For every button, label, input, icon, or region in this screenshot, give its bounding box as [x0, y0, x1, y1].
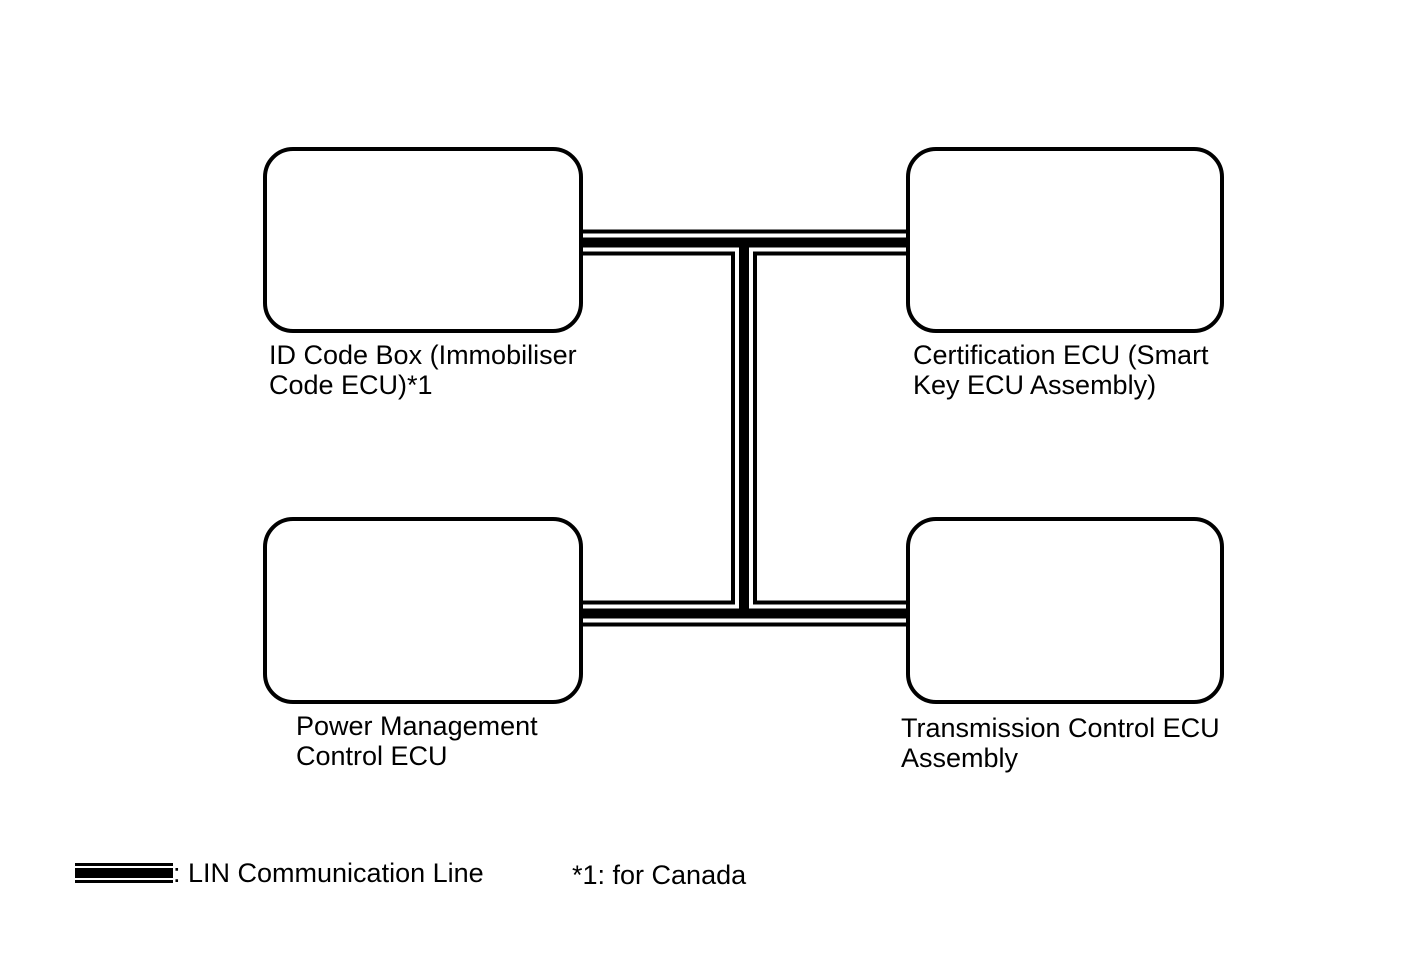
node-box-power-management-ecu — [263, 517, 583, 704]
node-label-id-code-box: ID Code Box (Immobiliser Code ECU)*1 — [269, 340, 577, 400]
footnote-for-canada: *1: for Canada — [572, 860, 747, 890]
node-label-power-management-ecu: Power Management Control ECU — [296, 711, 538, 771]
lin-line-sample-thick-bar — [75, 868, 173, 878]
lin-line-sample-top-bar — [75, 863, 173, 866]
lin-line-sample-icon — [75, 863, 173, 883]
lin-line-sample-bottom-bar — [75, 880, 173, 883]
node-box-id-code-box — [263, 147, 583, 333]
node-label-transmission-ecu: Transmission Control ECU Assembly — [901, 713, 1220, 773]
lin-bus-core-stroke — [580, 237, 909, 619]
legend-lin-line-label: : LIN Communication Line — [173, 858, 484, 888]
node-label-certification-ecu: Certification ECU (Smart Key ECU Assembl… — [913, 340, 1209, 400]
node-box-transmission-ecu — [906, 517, 1224, 704]
node-box-certification-ecu — [906, 147, 1224, 333]
